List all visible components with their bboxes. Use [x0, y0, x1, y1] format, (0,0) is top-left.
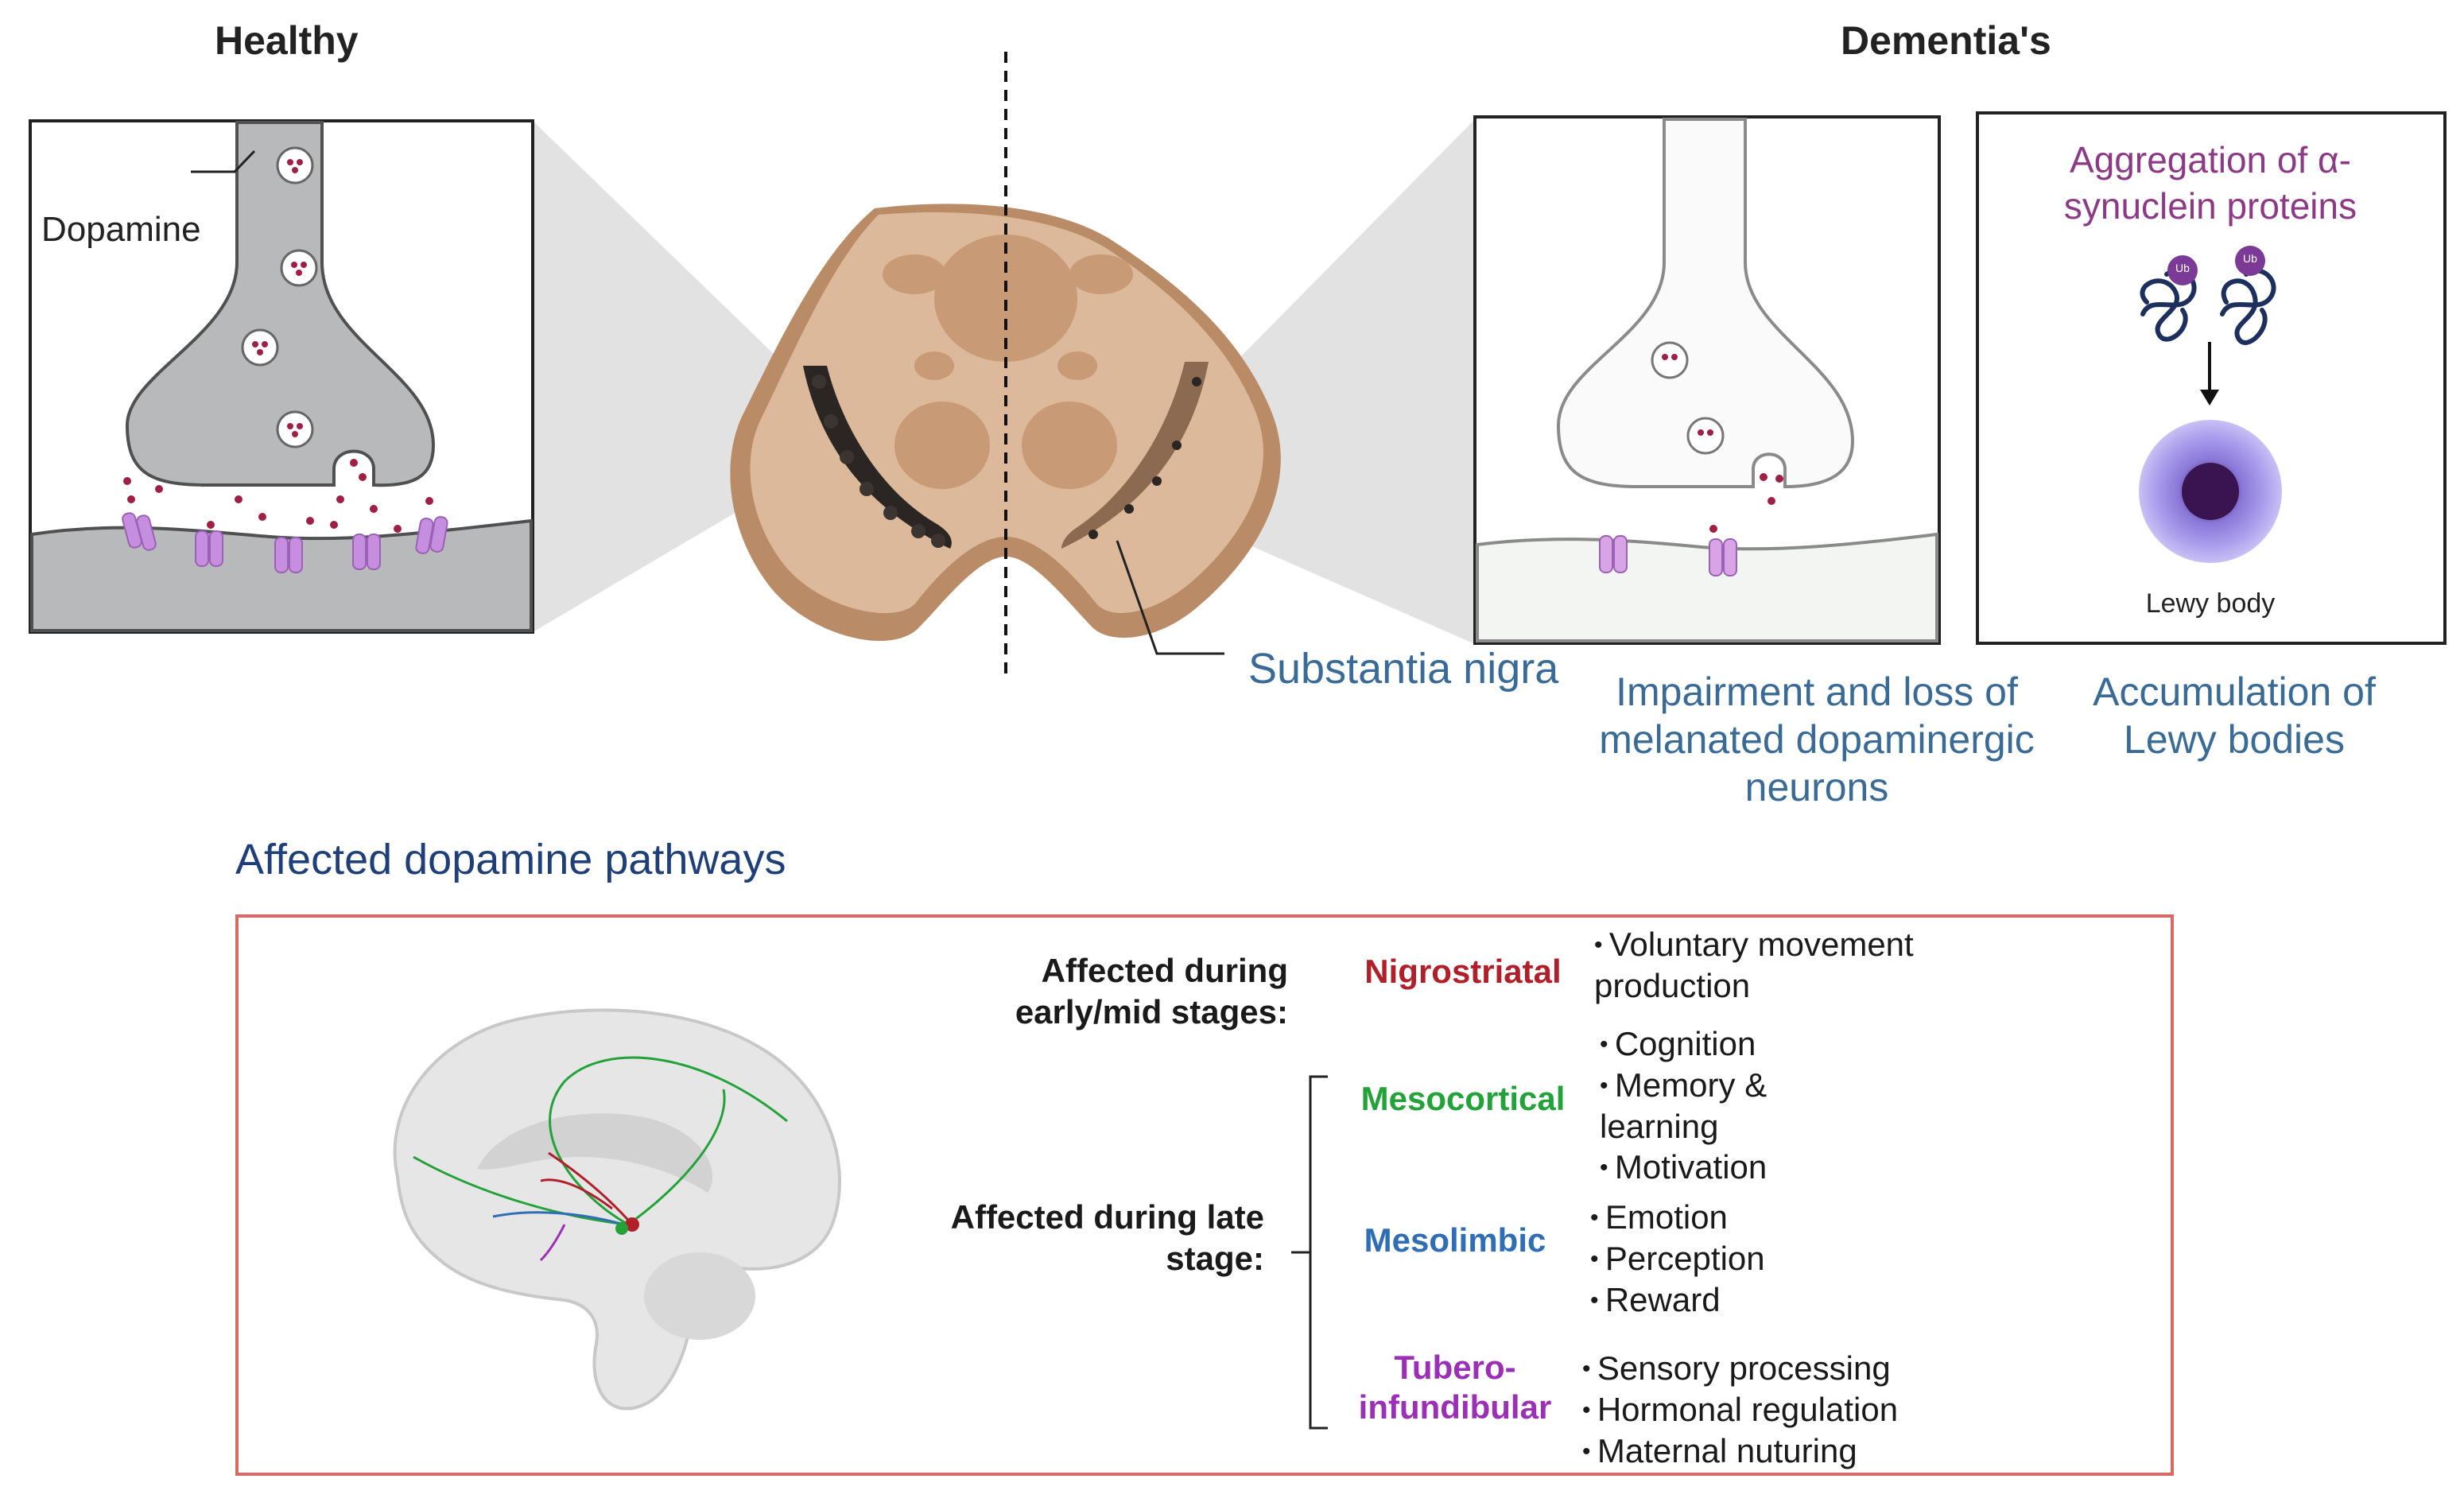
function-item: Motivation: [1600, 1147, 1838, 1188]
pathways-title: Affected dopamine pathways: [235, 836, 786, 883]
dementia-synapse-panel: [1473, 115, 1941, 645]
function-item: Cognition: [1600, 1023, 1838, 1065]
mesocortical-path-icon: [413, 1056, 788, 1226]
impairment-caption: Impairment and loss of melanated dopamin…: [1599, 670, 2035, 809]
lewy-body-panel: [1976, 111, 2447, 645]
function-item: Sensory processing: [1582, 1348, 2027, 1389]
zoom-cone-left: [533, 121, 823, 632]
functions-nigrostriatal: Voluntary movement production: [1594, 924, 1992, 1006]
ub-label-2: Ub: [2243, 252, 2257, 265]
function-item: Maternal nuturing: [1582, 1430, 2027, 1472]
dopamine-label: Dopamine: [41, 210, 201, 249]
function-item: Hormonal regulation: [1582, 1389, 2027, 1430]
late-stage-label: Affected during late stage:: [950, 1198, 1264, 1277]
function-item: Memory & learning: [1600, 1065, 1838, 1147]
late-stage-bracket: [1291, 1075, 1328, 1430]
function-item: Reward: [1590, 1279, 1908, 1321]
functions-mesolimbic: Emotion Perception Reward: [1590, 1197, 1908, 1321]
pathway-name-tuberoinfundibular: Tubero-infundibular: [1358, 1349, 1552, 1426]
aggregation-label: Aggregation of α-synuclein proteins: [2063, 139, 2357, 227]
healthy-heading: Healthy: [215, 18, 359, 63]
top-illustration: [29, 52, 2447, 680]
accumulation-caption: Accumulation of Lewy bodies: [2093, 670, 2376, 762]
pathway-name-mesolimbic: Mesolimbic: [1364, 1221, 1546, 1259]
ub-label-1: Ub: [2175, 262, 2190, 274]
function-item: Emotion: [1590, 1197, 1908, 1238]
function-item: Perception: [1590, 1238, 1908, 1279]
healthy-synapse-panel: [29, 119, 534, 634]
functions-tuberoinfundibular: Sensory processing Hormonal regulation M…: [1582, 1348, 2027, 1472]
ubiquitin-icon: [2167, 246, 2265, 285]
functions-mesocortical: Cognition Memory & learning Motivation: [1600, 1023, 1838, 1188]
function-item: Voluntary movement production: [1594, 924, 1992, 1006]
tuberoinfundibular-path-icon: [539, 1224, 566, 1262]
lewy-body-label: Lewy body: [2145, 588, 2276, 619]
early-stage-label: Affected during early/mid stages:: [1015, 952, 1288, 1031]
down-arrow-icon: [2200, 390, 2219, 406]
nigrostriatal-path-icon: [540, 1151, 634, 1225]
pathway-name-nigrostriatal: Nigrostriatal: [1364, 953, 1562, 990]
substantia-nigra-label: Substantia nigra: [1248, 645, 1559, 693]
pathways-box: [235, 914, 2174, 1476]
mesolimbic-path-icon: [492, 1211, 625, 1226]
pathway-name-mesocortical: Mesocortical: [1360, 1080, 1566, 1117]
brain-pathways-illustration: [393, 1008, 841, 1411]
dementia-heading: Dementia's: [1841, 18, 2051, 63]
